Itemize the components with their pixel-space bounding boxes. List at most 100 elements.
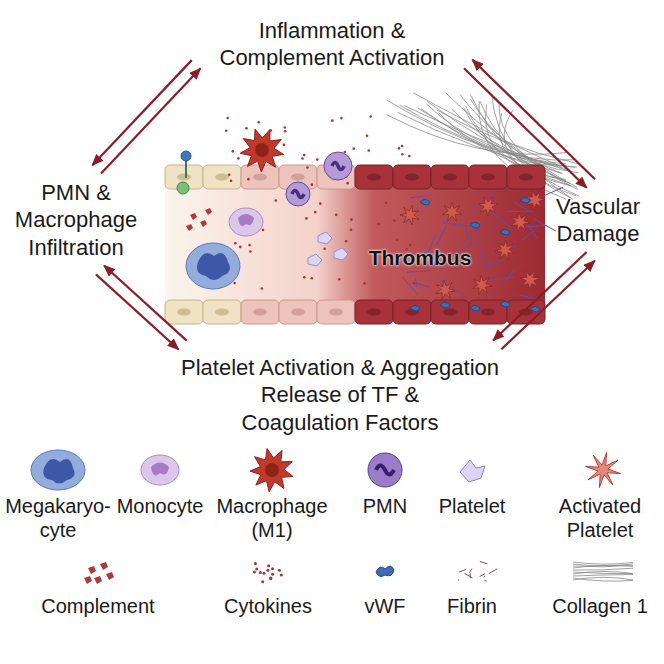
fibrin-strand <box>505 270 514 281</box>
cytokine-dot <box>335 214 338 217</box>
platelet <box>308 254 322 266</box>
complement-icon <box>88 566 96 574</box>
cytokine-dot <box>225 130 228 133</box>
cytokine-dot <box>284 130 287 133</box>
fibrin-strand <box>491 277 514 280</box>
cytokine-dot <box>385 201 388 204</box>
collagen-icon <box>573 565 633 568</box>
receptor-head <box>181 151 191 161</box>
fibrin-strand <box>437 225 447 245</box>
platelet-icon <box>460 460 485 482</box>
cell-nucleus <box>177 309 191 316</box>
cytokine-dot <box>398 147 401 150</box>
vwf-multimer <box>500 302 510 308</box>
cytokine-dot <box>249 250 252 253</box>
cytokine-dot <box>319 202 322 205</box>
legend-label: Cytokines <box>206 594 330 618</box>
cytokine-dot <box>261 287 264 290</box>
stage-label: Release of TF & Coagulation Factors <box>220 381 460 436</box>
cell-nucleus <box>291 309 305 316</box>
cell-nucleus <box>443 174 457 181</box>
fibrin-icon <box>469 569 472 573</box>
cytokine-dot <box>350 229 353 232</box>
cytokine-dot <box>314 211 317 214</box>
activated-platelet <box>442 202 462 221</box>
cytokine-dot <box>352 147 355 150</box>
cell-nucleus <box>405 174 419 181</box>
cytokine-dot <box>409 244 412 247</box>
fibrin-strand <box>407 271 431 272</box>
legend-icons <box>31 449 633 585</box>
macrophage-icon <box>250 449 293 492</box>
cytokine-dot <box>247 178 250 181</box>
legend-label: Macrophage (M1) <box>210 494 334 542</box>
cell-nucleus <box>443 309 457 316</box>
vwf-multimer <box>470 223 480 229</box>
cycle-arrow <box>464 68 587 188</box>
activated-platelet <box>436 280 455 299</box>
endothelial-cell <box>241 300 279 324</box>
fibrin-icon <box>480 574 485 577</box>
cycle-arrow <box>92 60 191 165</box>
monocyte-icon-nucleus <box>151 463 169 476</box>
cytokine-dot <box>230 180 233 183</box>
complement-icon <box>106 572 114 580</box>
collagen-icon <box>573 574 633 576</box>
cytokine-dot <box>408 155 411 158</box>
region-label: Thrombus <box>369 246 472 270</box>
cytokine-dot <box>363 176 366 179</box>
endothelial-cell <box>317 300 355 324</box>
cycle-stage: PMN & Macrophage Infiltration <box>7 177 145 264</box>
cytokine-dot <box>262 229 265 232</box>
stage-label: Inflammation & Complement Activation <box>207 17 457 72</box>
cytokine-icon <box>269 576 272 579</box>
fibrin-icon <box>484 580 486 581</box>
vessel-lumen <box>165 178 545 318</box>
activated-platelet <box>400 205 419 225</box>
vwf-multimer <box>420 200 430 206</box>
megakaryocyte-icon <box>31 450 85 490</box>
macrophage-icon-nucleus <box>265 463 279 477</box>
cytokine-dot <box>356 173 359 176</box>
platelet <box>334 248 348 260</box>
cytokine-dot <box>338 278 341 281</box>
collagen-fibre <box>504 110 576 196</box>
cytokine-dot <box>303 276 306 279</box>
legend-label: Collagen 1 <box>538 594 662 618</box>
pmn-icon-nucleus <box>376 466 394 475</box>
cytokine-dot <box>306 166 309 169</box>
collagen-icon <box>573 562 633 564</box>
collagen-icon <box>573 577 633 580</box>
collagen-fibre <box>426 104 574 168</box>
pmn-nucleus <box>292 191 304 198</box>
collagen-icon <box>573 568 633 570</box>
monocyte-nucleus <box>238 214 254 226</box>
stage-label: Vascular Damage <box>543 193 653 248</box>
legend-label: vWF <box>323 594 447 618</box>
stage-label: PMN & Macrophage Infiltration <box>11 179 141 262</box>
activated-platelet <box>520 271 540 290</box>
legend-label: PMN <box>323 494 447 518</box>
cytokine-dot <box>363 282 366 285</box>
vwf-multimer <box>520 198 530 204</box>
vwf-multimer <box>500 230 510 236</box>
cytokine-dot <box>237 157 240 160</box>
cytokine-icon <box>266 569 269 572</box>
collagen-fibre <box>400 105 566 164</box>
collagen-fibre <box>437 110 579 164</box>
cytokine-dot <box>345 240 348 243</box>
endothelial-cell <box>279 300 317 324</box>
fibrin-strand <box>480 244 482 259</box>
fibrin-icon <box>484 576 485 577</box>
fibrin-strand <box>481 259 506 268</box>
cytokine-dot <box>234 242 237 245</box>
fibrin-icon <box>459 570 466 573</box>
cycle-arrow <box>472 60 595 180</box>
complement-fragment <box>200 220 207 227</box>
megakaryocyte <box>186 243 240 289</box>
endothelial-cell <box>393 165 431 189</box>
complement-fragment <box>186 224 193 231</box>
legend-label: Fibrin <box>410 594 534 618</box>
cytokine-dot <box>283 144 286 147</box>
